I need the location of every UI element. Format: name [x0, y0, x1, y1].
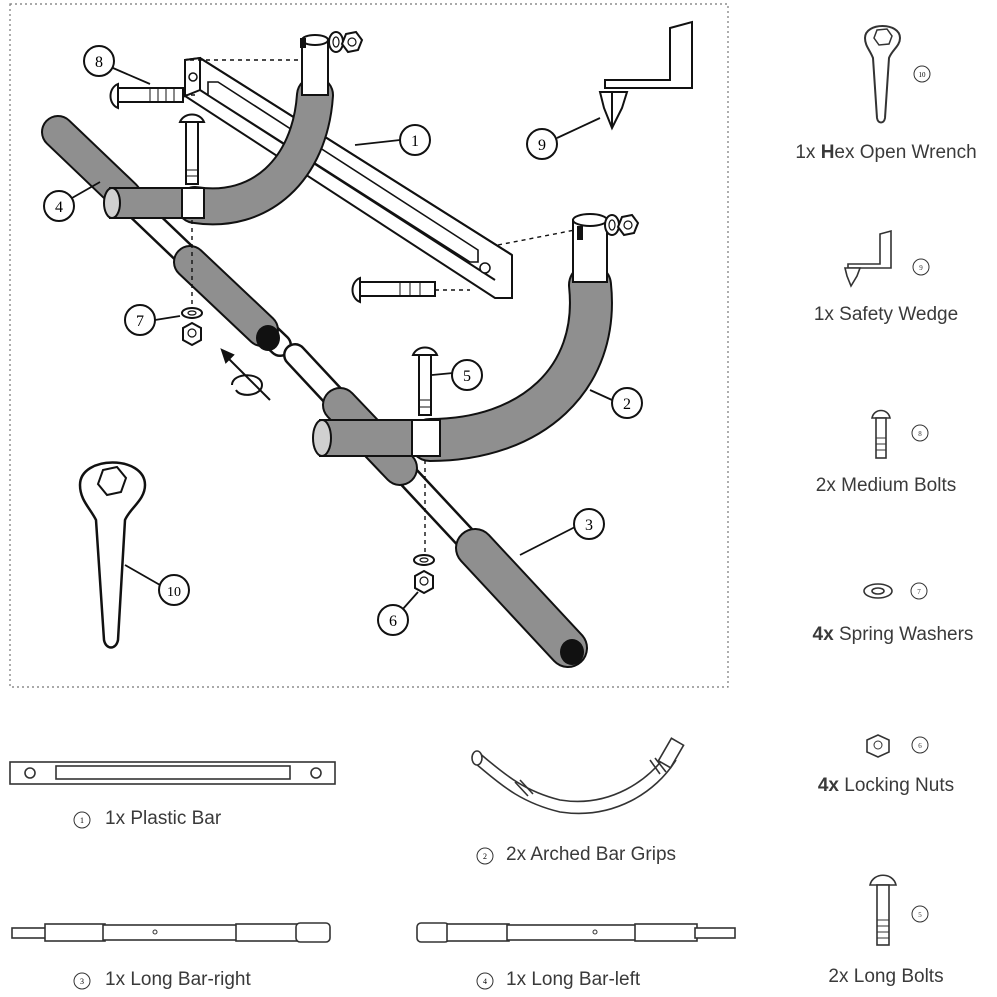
- part-1-icon: [9, 761, 336, 785]
- caption-name: Long Bolts: [853, 966, 944, 987]
- callout-10: 10: [158, 574, 190, 606]
- caption-part-10: 1x Hex Open Wrench: [795, 142, 976, 164]
- caption-num-1: 1: [73, 811, 91, 829]
- rotation-arrow-icon: [220, 348, 271, 401]
- arched-grip-lower-illustration: [312, 213, 613, 462]
- part-5-icon: 5: [868, 874, 929, 946]
- caption-part-7: 4x Spring Washers: [813, 624, 974, 646]
- caption-qty: 1x: [813, 304, 834, 325]
- svg-text:3: 3: [80, 977, 84, 986]
- svg-text:10: 10: [167, 585, 181, 600]
- part-7-icon: 7: [863, 582, 928, 600]
- caption-name: Safety Wedge: [839, 304, 959, 325]
- callout-8: 8: [83, 45, 115, 77]
- hex-wrench-illustration: [78, 461, 147, 649]
- caption-qty: 1x: [105, 808, 126, 829]
- caption-part-8: 2x Medium Bolts: [816, 475, 956, 497]
- caption-part-9: 1x Safety Wedge: [814, 304, 958, 326]
- caption-qty: 1x: [105, 969, 126, 990]
- caption-part-6: 4x Locking Nuts: [818, 775, 954, 797]
- svg-text:1: 1: [80, 816, 84, 825]
- caption-name-bold: H: [820, 142, 835, 163]
- caption-num-2: 2: [476, 847, 494, 865]
- part-9-icon: 9: [843, 229, 930, 288]
- caption-qty: 2x: [506, 844, 527, 865]
- callout-4: 4: [43, 190, 75, 222]
- caption-part-2: 2x Arched Bar Grips: [506, 844, 676, 866]
- caption-part-3: 1x Long Bar-right: [105, 969, 251, 991]
- plastic-bar-illustration: [184, 56, 513, 299]
- caption-qty: 4x: [817, 775, 840, 796]
- part-4-icon: [416, 922, 736, 943]
- safety-wedge-illustration: [598, 20, 693, 131]
- caption-qty: 4x: [812, 624, 834, 645]
- part-3-icon: [11, 922, 331, 943]
- callout-leaders: [71, 67, 613, 611]
- caption-qty: 1x: [795, 142, 816, 163]
- arched-grip-upper-illustration: [103, 34, 334, 226]
- callout-6: 6: [377, 604, 409, 636]
- callout-5: 5: [451, 359, 483, 391]
- callout-7: 7: [124, 304, 156, 336]
- svg-text:7: 7: [136, 313, 144, 330]
- svg-text:2: 2: [623, 396, 631, 413]
- long-bar-left-illustration: [41, 115, 292, 357]
- long-bar-right-illustration: [283, 343, 588, 668]
- svg-text:3: 3: [585, 517, 593, 534]
- part-6-icon: 6: [866, 734, 929, 758]
- part-10-icon: 10: [863, 25, 931, 124]
- caption-name: Plastic Bar: [130, 808, 222, 829]
- callout-1: 1: [399, 124, 431, 156]
- caption-num-4: 4: [476, 972, 494, 990]
- caption-qty: 2x: [828, 966, 849, 987]
- svg-text:5: 5: [463, 368, 471, 385]
- svg-text:6: 6: [918, 742, 922, 750]
- svg-text:10: 10: [919, 71, 927, 79]
- svg-text:9: 9: [919, 264, 923, 272]
- part-8-icon: 8: [871, 409, 929, 459]
- svg-text:8: 8: [95, 54, 103, 71]
- caption-name: ex Open Wrench: [834, 142, 977, 163]
- washers-nuts-illustration: [181, 30, 640, 595]
- exploded-view-frame: [9, 3, 729, 688]
- caption-name: Long Bar-left: [531, 969, 641, 990]
- caption-name: Arched Bar Grips: [530, 844, 677, 865]
- svg-text:9: 9: [538, 137, 546, 154]
- svg-text:4: 4: [55, 199, 63, 216]
- callout-2: 2: [611, 387, 643, 419]
- assembly-guide-lines: [183, 59, 576, 555]
- caption-name: Spring Washers: [838, 624, 974, 645]
- caption-part-1: 1x Plastic Bar: [105, 808, 221, 830]
- svg-text:5: 5: [918, 911, 922, 919]
- svg-text:2: 2: [483, 852, 487, 861]
- caption-num-3: 3: [73, 972, 91, 990]
- callout-9: 9: [526, 128, 558, 160]
- svg-text:7: 7: [917, 588, 921, 596]
- caption-name: Long Bar-right: [130, 969, 251, 990]
- svg-text:1: 1: [411, 133, 419, 150]
- svg-text:8: 8: [918, 430, 922, 438]
- caption-part-5: 2x Long Bolts: [828, 966, 943, 988]
- caption-qty: 2x: [815, 475, 836, 496]
- part-2-icon: [471, 737, 685, 815]
- svg-text:4: 4: [483, 977, 487, 986]
- callout-3: 3: [573, 508, 605, 540]
- caption-part-4: 1x Long Bar-left: [506, 969, 640, 991]
- caption-name: Locking Nuts: [844, 775, 955, 796]
- caption-name: Medium Bolts: [841, 475, 957, 496]
- caption-qty: 1x: [506, 969, 527, 990]
- svg-text:6: 6: [389, 613, 397, 630]
